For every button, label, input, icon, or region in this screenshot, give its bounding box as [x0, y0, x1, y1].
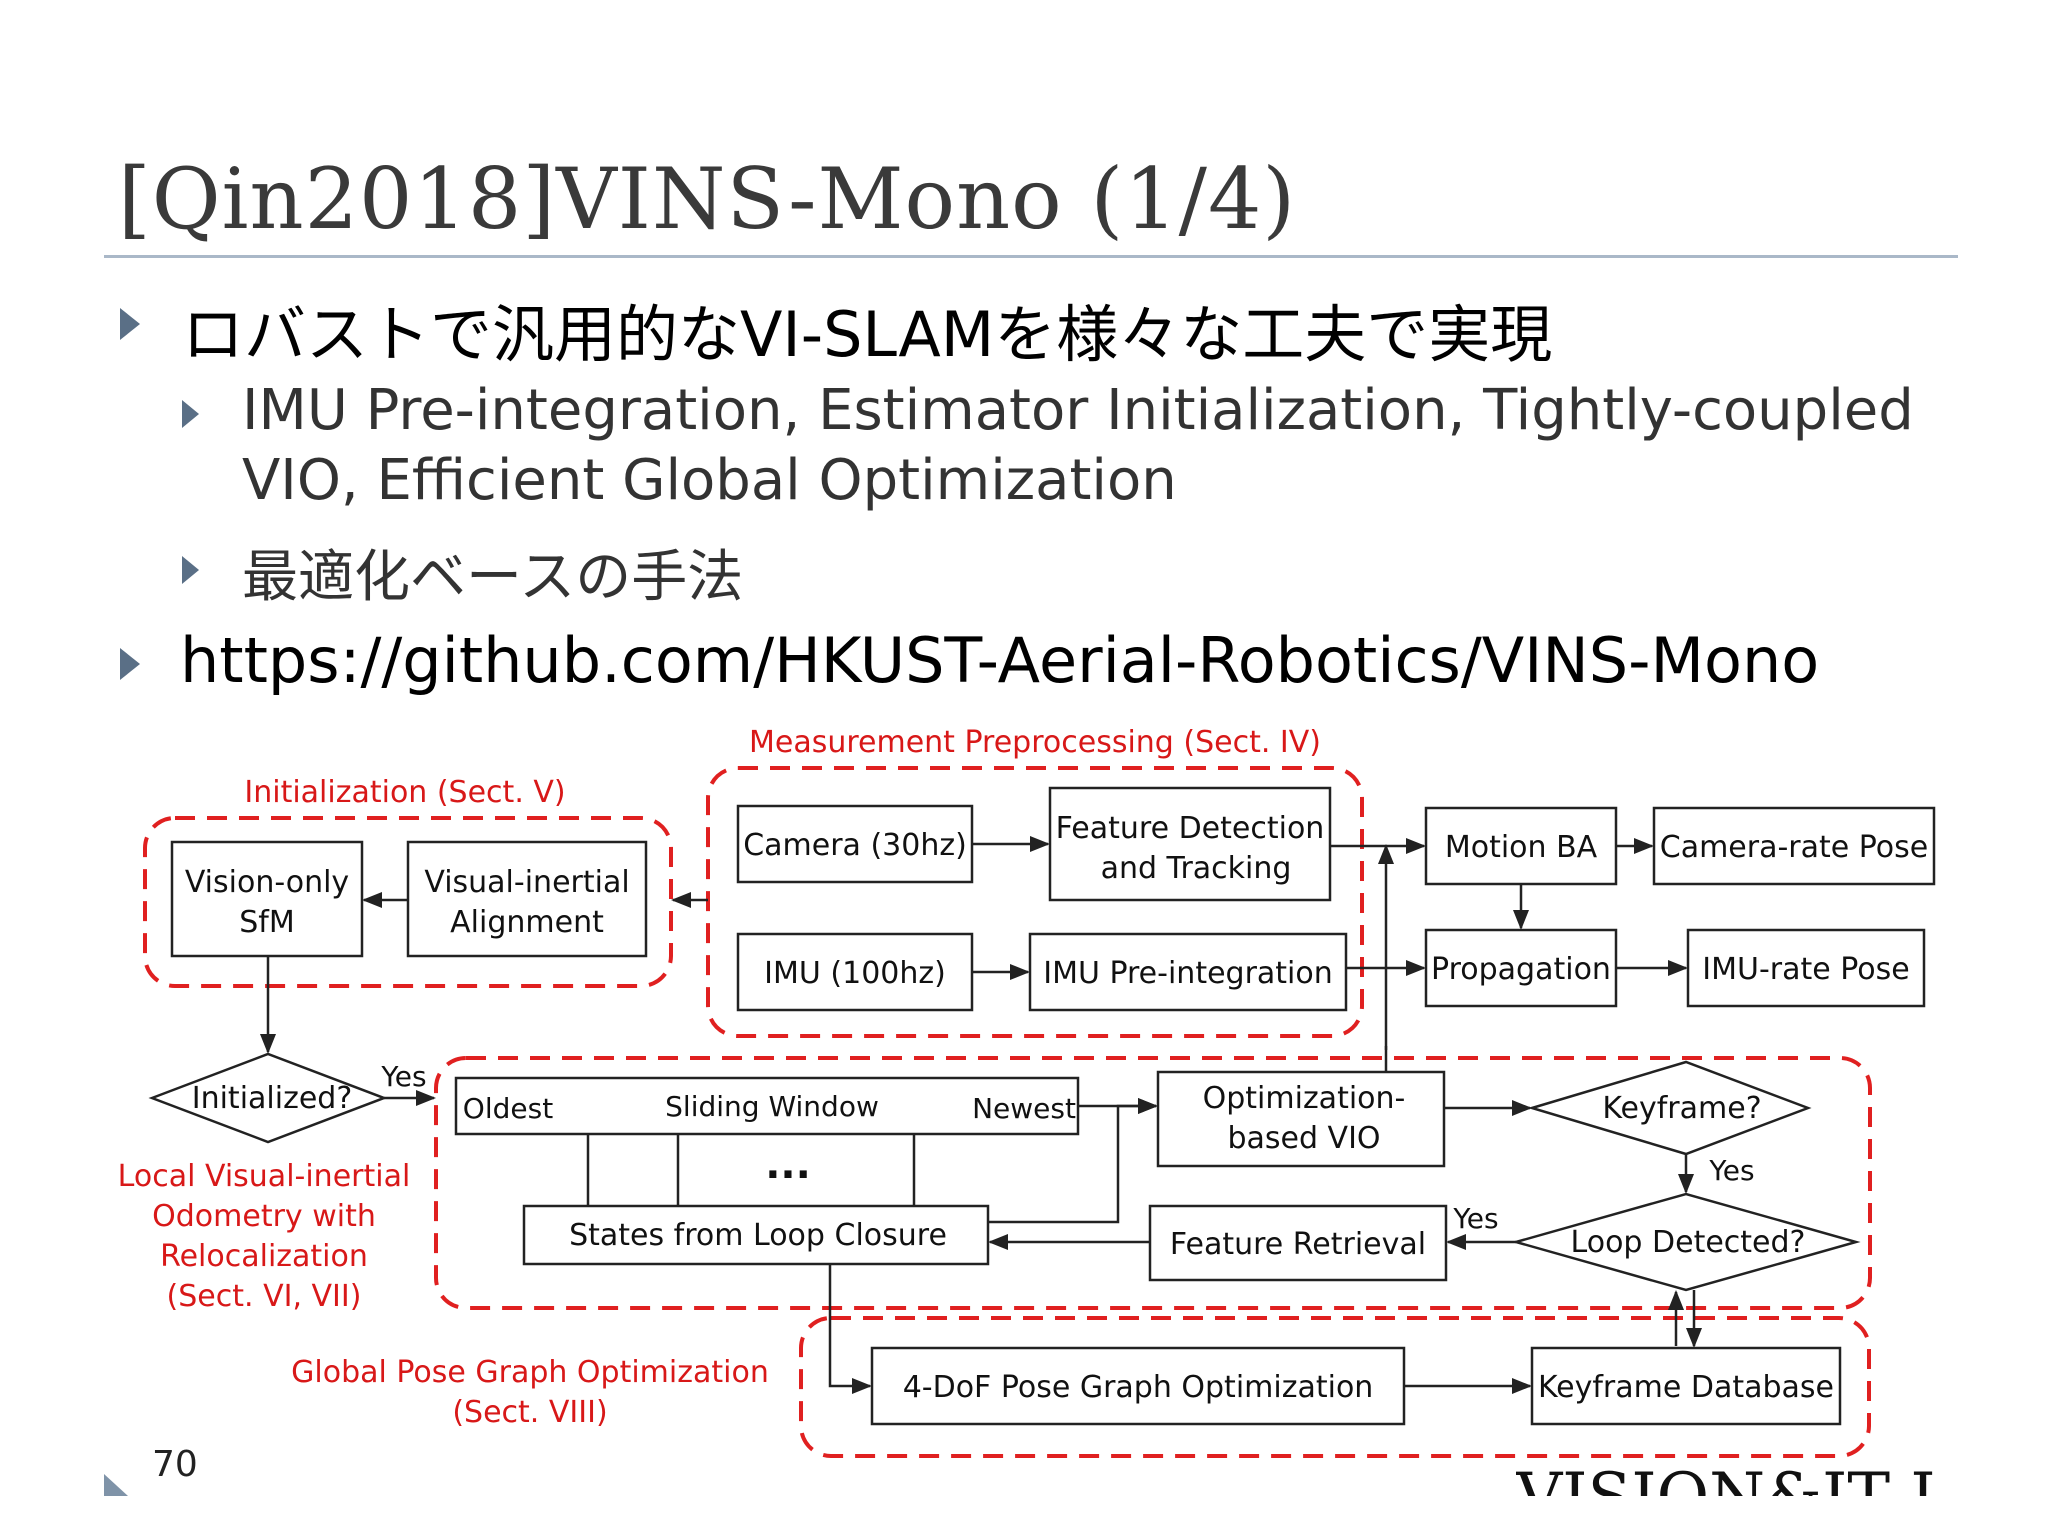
opt-vio-label: Optimization-	[1203, 1081, 1406, 1116]
page-number: 70	[152, 1444, 198, 1485]
local-region-label: Local Visual-inertial	[118, 1159, 411, 1194]
states-loop-label: States from Loop Closure	[569, 1218, 947, 1253]
sub-bullet-1: IMU Pre-integration, Estimator Initializ…	[242, 378, 1914, 443]
global-region-label: (Sect. VIII)	[452, 1395, 607, 1430]
motion-ba-node	[1424, 806, 1618, 886]
sliding-window-node	[454, 1076, 1080, 1136]
feature-detection-label: Feature Detection	[1056, 811, 1325, 846]
repo-link[interactable]: https://github.com/HKUST-Aerial-Robotics…	[180, 624, 1820, 697]
camera-rate-pose-node	[1652, 806, 1936, 886]
sub-bullet-1-cont: VIO, Efficient Global Optimization	[242, 448, 1177, 513]
edge-states-opt	[988, 1098, 1158, 1224]
imu-rate-pose-label: IMU-rate Pose	[1702, 952, 1909, 987]
opt-vio-node	[1156, 1070, 1446, 1168]
yes-keyframe-label: Yes	[1708, 1154, 1754, 1187]
dots-label: ...	[765, 1142, 811, 1188]
bullet-arrow-icon	[120, 308, 140, 340]
keyframe-q-label: Keyframe?	[1602, 1091, 1761, 1126]
states-loop-node	[522, 1204, 990, 1266]
bullet-arrow-icon	[182, 400, 199, 428]
footer-logo: VISION&IT Lab	[1516, 1452, 1956, 1496]
global-region	[799, 1316, 1871, 1458]
imu-preint-node	[1028, 932, 1348, 1012]
keyframe-db-label: Keyframe Database	[1538, 1370, 1834, 1405]
loop-decision	[1511, 1192, 1861, 1292]
opt-vio-label: based VIO	[1227, 1121, 1380, 1156]
keyframe-db-node	[1530, 1346, 1842, 1426]
camera-node	[736, 804, 974, 884]
newest-label: Newest	[972, 1092, 1076, 1125]
loop-q-label: Loop Detected?	[1571, 1225, 1806, 1260]
measurement-region	[706, 766, 1364, 1038]
slide-title: [Qin2018]VINS-Mono (1/4)	[118, 150, 1297, 248]
measurement-region-label: Measurement Preprocessing (Sect. IV)	[749, 725, 1321, 760]
local-vio-region	[434, 1056, 1872, 1310]
camera-label: Camera (30hz)	[743, 828, 967, 863]
bullet-arrow-icon	[182, 556, 199, 584]
imu-preint-label: IMU Pre-integration	[1043, 956, 1333, 991]
propagation-node	[1424, 928, 1618, 1008]
vi-alignment-label: Alignment	[450, 905, 604, 940]
keyframe-decision	[1527, 1060, 1812, 1156]
imu-node	[736, 932, 974, 1012]
local-region-label: (Sect. VI, VII)	[167, 1279, 362, 1314]
feature-detection-node	[1048, 786, 1332, 902]
footer-arrow-icon	[104, 1474, 128, 1496]
yes-loop-label: Yes	[1452, 1202, 1498, 1235]
camera-rate-pose-label: Camera-rate Pose	[1660, 830, 1929, 865]
local-region-label: Odometry with	[152, 1199, 376, 1234]
yes-init-label: Yes	[380, 1060, 426, 1093]
pose-graph-label: 4-DoF Pose Graph Optimization	[903, 1370, 1374, 1405]
imu-label: IMU (100hz)	[764, 956, 946, 991]
sliding-window-label: Sliding Window	[665, 1090, 879, 1123]
vision-sfm-label: Vision-only	[185, 865, 349, 900]
edge-states-posegraph	[828, 1264, 872, 1394]
imu-rate-pose-node	[1686, 928, 1926, 1008]
sub-bullet-2: 最適化ベースの手法	[242, 545, 744, 610]
global-region-label: Global Pose Graph Optimization	[291, 1355, 769, 1390]
motion-ba-label: Motion BA	[1445, 830, 1598, 865]
vision-sfm-label: SfM	[239, 905, 295, 940]
title-divider	[104, 255, 1958, 258]
oldest-label: Oldest	[463, 1092, 553, 1125]
initialization-region-label: Initialization (Sect. V)	[244, 775, 565, 810]
feature-detection-label: and Tracking	[1101, 851, 1292, 886]
vi-alignment-label: Visual-inertial	[424, 865, 629, 900]
bullet-main-1: ロバストで汎用的なVI-SLAMを様々な工夫で実現	[182, 298, 1553, 371]
propagation-label: Propagation	[1431, 952, 1611, 987]
vi-alignment-node	[406, 840, 648, 958]
feature-retrieval-label: Feature Retrieval	[1170, 1227, 1426, 1262]
local-region-label: Relocalization	[160, 1239, 368, 1274]
bullet-arrow-icon	[120, 648, 140, 680]
initialized-label: Initialized?	[192, 1081, 353, 1116]
initialization-region	[143, 816, 673, 988]
